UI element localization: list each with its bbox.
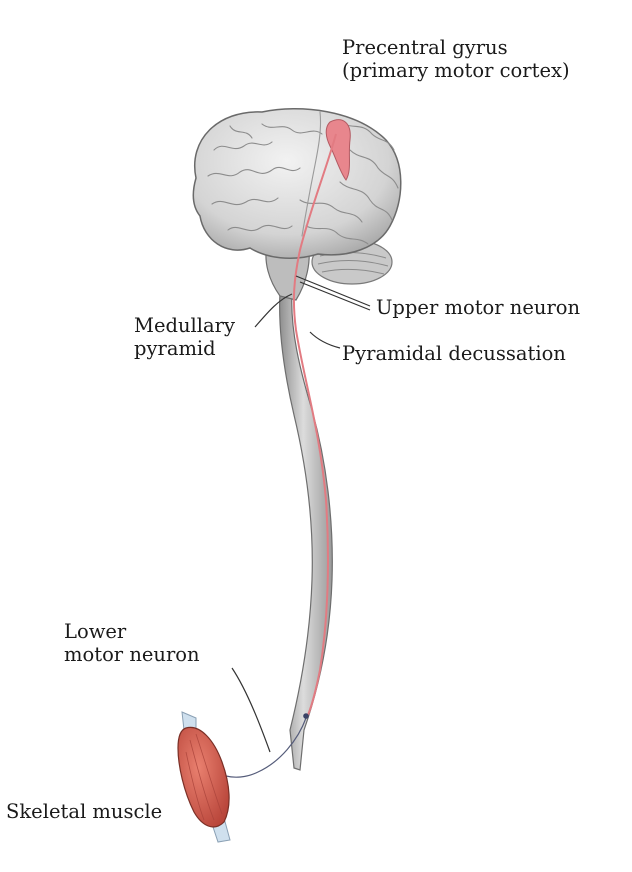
label-skeletal-muscle: Skeletal muscle (6, 800, 163, 823)
gyri (207, 111, 399, 245)
label-pyramidal-decussation: Pyramidal decussation (342, 342, 566, 365)
spinal-cord (279, 291, 333, 771)
lower-motor-neuron-cell-body (303, 713, 309, 719)
precentral-gyrus-region (325, 119, 351, 181)
label-upper-motor-neuron: Upper motor neuron (376, 296, 581, 319)
leader-lines (231, 275, 371, 753)
upper-motor-neuron-pathway (292, 133, 337, 716)
label-medullary-pyramid: Medullary pyramid (134, 314, 235, 360)
label-precentral-gyrus: Precentral gyrus (primary motor cortex) (342, 36, 570, 82)
muscle-fibers (185, 733, 223, 821)
skeletal-muscle-belly (177, 726, 230, 828)
label-lower-motor-neuron: Lower motor neuron (64, 620, 200, 666)
lower-motor-neuron-pathway (225, 717, 307, 778)
